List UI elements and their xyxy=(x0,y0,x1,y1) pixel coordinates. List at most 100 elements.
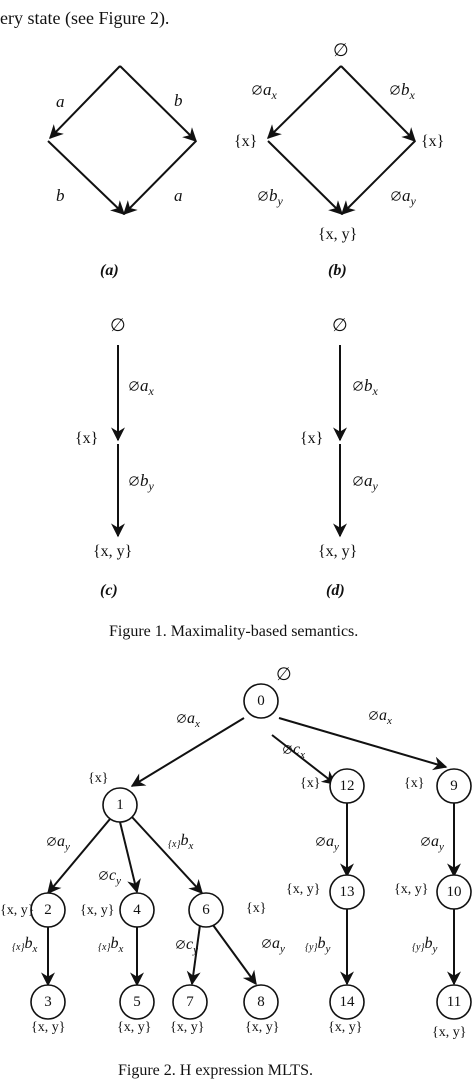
edge-b-bot-right xyxy=(341,140,416,215)
edge-b-bot-left xyxy=(267,140,343,215)
tag-a: (a) xyxy=(100,262,119,279)
set-label: {x, y} xyxy=(31,1020,65,1035)
root-c: ∅ xyxy=(110,315,126,335)
label-d-upper: bx xyxy=(364,376,379,398)
label-b-bot-left: by xyxy=(269,186,284,208)
set-label: {x} xyxy=(404,776,424,791)
empty-mark-icon xyxy=(421,837,430,846)
edge-label: {y}by xyxy=(412,935,437,955)
edge-label: {y}by xyxy=(305,935,330,955)
edge-1-4 xyxy=(119,821,141,894)
edge-label: cy xyxy=(186,936,198,956)
empty-mark-icon xyxy=(252,85,262,95)
label-a-top-right: b xyxy=(174,91,183,110)
edge-0-12 xyxy=(271,734,337,785)
set-c-bottom: {x, y} xyxy=(93,543,132,560)
set-b-bottom: {x, y} xyxy=(318,226,357,243)
set-label: {x, y} xyxy=(80,903,114,918)
set-label: {x} xyxy=(300,776,320,791)
state-node: 7 xyxy=(172,984,208,1020)
edge-label: ay xyxy=(326,833,339,853)
set-label: {x, y} xyxy=(432,1025,466,1040)
empty-mark-icon xyxy=(316,837,325,846)
empty-mark-icon xyxy=(258,191,268,201)
set-d-mid: {x} xyxy=(300,430,323,447)
empty-mark-icon xyxy=(99,871,108,880)
svg-text:7: 7 xyxy=(186,994,194,1010)
edge-label: cx xyxy=(293,741,305,761)
figure2-graph: ∅ 0 1 2 3 4 5 6 7 8 9 10 11 12 13 14 {x}… xyxy=(0,664,472,1040)
state-node: 14 xyxy=(329,984,365,1020)
label-a-bot-left: b xyxy=(56,186,65,205)
set-label: {x, y} xyxy=(328,1020,362,1035)
label-a-top-left: a xyxy=(56,92,65,111)
state-node: 6 xyxy=(188,892,224,928)
edge-b-top-left xyxy=(267,65,342,139)
label-d-lower: ay xyxy=(364,471,379,493)
edge-6-7 xyxy=(186,924,201,986)
edge-label: ax xyxy=(379,707,392,727)
panel-a: a b b a (a) xyxy=(47,65,197,279)
state-node: 5 xyxy=(119,984,155,1020)
edge-6-8 xyxy=(212,924,257,986)
empty-mark-icon xyxy=(129,381,139,391)
state-node: 9 xyxy=(436,768,472,804)
svg-text:9: 9 xyxy=(450,778,458,794)
edge-label: {x}bx xyxy=(12,935,37,955)
tag-d: (d) xyxy=(326,582,345,599)
svg-text:14: 14 xyxy=(340,994,356,1010)
state-node: 12 xyxy=(329,768,365,804)
svg-text:0: 0 xyxy=(257,693,265,709)
label-b-bot-right: ay xyxy=(402,186,417,208)
set-label: {x, y} xyxy=(170,1020,204,1035)
empty-mark-icon xyxy=(262,939,271,948)
empty-mark-icon xyxy=(390,85,400,95)
edge-1-2 xyxy=(47,818,111,895)
svg-text:1: 1 xyxy=(116,797,124,813)
label-b-top-right: bx xyxy=(401,80,416,102)
set-b-right: {x} xyxy=(421,133,444,150)
empty-mark-icon xyxy=(129,476,139,486)
root-empty-set: ∅ xyxy=(276,664,292,684)
edge-a-top-right xyxy=(119,65,197,142)
set-label: {x, y} xyxy=(0,903,34,918)
figure1-caption: Figure 1. Maximality-based semantics. xyxy=(109,623,358,640)
panel-c: ∅ {x} {x, y} ax by (c) xyxy=(75,315,155,599)
tag-b: (b) xyxy=(328,262,347,279)
edge-a-bot-left xyxy=(47,140,126,215)
set-label: {x} xyxy=(246,901,266,916)
edge-label: ay xyxy=(57,833,70,853)
label-a-bot-right: a xyxy=(174,186,183,205)
set-label: {x, y} xyxy=(394,882,428,897)
edge-b-top-right xyxy=(340,65,416,142)
empty-mark-icon xyxy=(391,191,401,201)
svg-text:11: 11 xyxy=(447,994,461,1010)
state-node: 8 xyxy=(243,984,279,1020)
empty-mark-icon xyxy=(353,381,363,391)
label-b-top-left: ax xyxy=(263,80,278,102)
intro-text: ery state (see Figure 2). xyxy=(0,8,169,29)
empty-mark-icon xyxy=(177,714,186,723)
panel-d: ∅ {x} {x, y} bx ay (d) xyxy=(300,315,379,599)
svg-text:10: 10 xyxy=(447,884,462,900)
edge-label: cy xyxy=(109,867,121,887)
svg-text:6: 6 xyxy=(202,902,210,918)
edge-label: ay xyxy=(431,833,444,853)
set-label: {x, y} xyxy=(117,1020,151,1035)
edge-a-bot-right xyxy=(123,140,197,215)
edge-label: ay xyxy=(272,935,285,955)
svg-text:12: 12 xyxy=(340,778,355,794)
edge-label: {x}bx xyxy=(168,832,193,852)
set-label: {x, y} xyxy=(286,882,320,897)
svg-text:5: 5 xyxy=(133,994,141,1010)
label-c-lower: by xyxy=(140,471,155,493)
svg-text:2: 2 xyxy=(44,902,52,918)
edge-a-top-left xyxy=(49,65,121,140)
set-c-mid: {x} xyxy=(75,430,98,447)
root-b: ∅ xyxy=(333,40,349,60)
edge-0-9 xyxy=(278,717,448,771)
state-node: 11 xyxy=(436,984,472,1020)
panel-b: ∅ {x} {x} {x, y} ax bx by ay (b) xyxy=(234,40,444,279)
state-node: 13 xyxy=(329,874,365,910)
